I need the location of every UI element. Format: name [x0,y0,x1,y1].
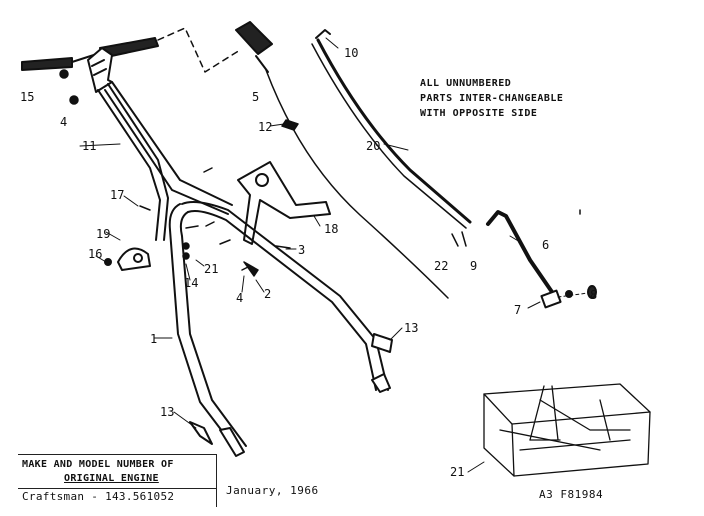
note-line: PARTS INTER-CHANGEABLE [420,93,564,104]
part-number: 7 [514,303,521,317]
part-number: 13 [404,321,418,335]
part-number: 12 [258,120,272,134]
part-number: 21 [204,262,218,276]
engine-label-line1: MAKE AND MODEL NUMBER OF [22,459,174,470]
rod [311,29,472,229]
leader-lines [79,37,541,473]
handle-clamp [104,247,151,271]
part-number: 19 [96,227,110,241]
diagram-date: January, 1966 [226,484,319,497]
fastener-set [540,285,597,309]
part-number: 14 [184,276,198,290]
divider [18,488,216,489]
part-number: 9 [470,259,477,273]
part-number: 17 [110,188,124,202]
part-number: 22 [434,259,448,273]
handle-grip [21,27,241,73]
part-number: 6 [542,238,549,252]
part-number: 15 [20,90,34,104]
part-number: 21 [450,465,464,479]
engine-label-line2: ORIGINAL ENGINE [64,473,159,484]
part-number: 18 [324,222,338,236]
upper-handle [87,47,233,241]
part-number: 10 [344,46,358,60]
part-number: 4 [236,291,243,305]
part-number: 11 [82,139,96,153]
diagram-reference: A3 F81984 [539,488,604,501]
bracket [237,161,331,245]
lower-handle [168,201,393,457]
part-number-labels: 15 4 11 5 10 12 20 17 19 16 18 3 21 14 2… [20,46,597,479]
throttle-rod [486,210,554,294]
control-lever [235,21,449,299]
part-number: 1 [150,332,157,346]
part-number: 20 [366,139,380,153]
part-number: 4 [60,115,67,129]
part-number: 2 [264,287,271,301]
part-number: 16 [88,247,102,261]
note-line: WITH OPPOSITE SIDE [420,108,538,119]
part-number: 3 [298,243,305,257]
part-number: 8 [590,288,597,302]
engine-model-box: MAKE AND MODEL NUMBER OF ORIGINAL ENGINE… [18,454,217,507]
part-number: 5 [252,90,259,104]
part-number: 13 [160,405,174,419]
grass-catcher [483,383,651,477]
interchangeable-parts-note: ALL UNNUMBERED PARTS INTER-CHANGEABLE WI… [420,76,563,121]
note-line: ALL UNNUMBERED [420,78,512,89]
engine-model-number: Craftsman - 143.561052 [22,490,175,503]
